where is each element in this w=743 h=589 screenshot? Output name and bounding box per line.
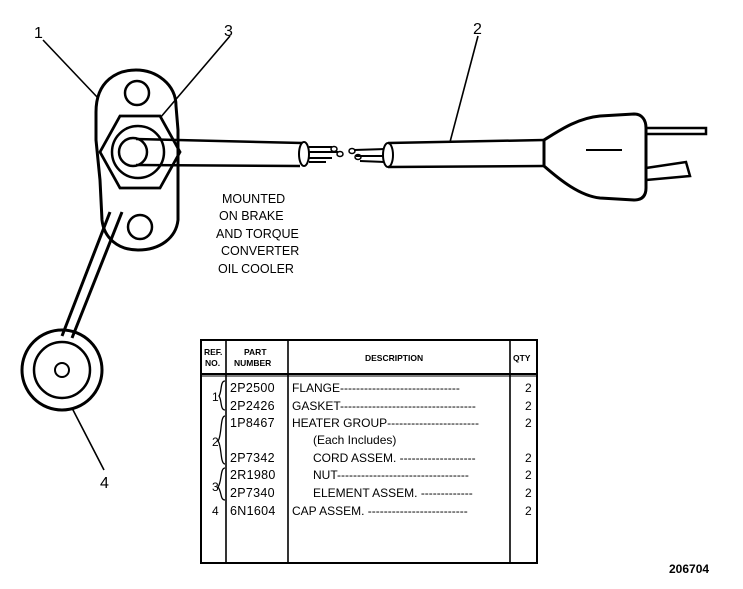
note-line-2: ON BRAKE (219, 209, 284, 223)
ref-mark-1: 1 (212, 390, 219, 404)
quantity: 2 (525, 486, 532, 500)
quantity: 2 (525, 468, 532, 482)
table-row: 2R1980 NUT------------------------------… (230, 468, 532, 482)
part-number: 2P2500 (230, 381, 275, 395)
description: (Each Includes) (313, 433, 396, 447)
table-row: 2P2500 FLANGE---------------------------… (230, 381, 532, 395)
quantity: 2 (525, 504, 532, 518)
table-row: 2P2426 GASKET---------------------------… (230, 399, 532, 413)
header-part-line2: NUMBER (234, 358, 271, 368)
header-description: DESCRIPTION (365, 353, 423, 363)
table-row: 6N1604 CAP ASSEM. ----------------------… (230, 504, 532, 518)
table-row: (Each Includes) (313, 433, 396, 447)
description: CAP ASSEM. ------------------------- (292, 504, 468, 518)
plug-body (542, 112, 648, 202)
quantity: 2 (525, 451, 532, 465)
flange-top-hole (123, 79, 151, 107)
part-number: 6N1604 (230, 504, 276, 518)
part-number: 2P7342 (230, 451, 275, 465)
figure-number: 206704 (669, 562, 709, 576)
flange-assembly (94, 68, 182, 252)
mounted-note: MOUNTED ON BRAKE AND TORQUE CONVERTER OI… (216, 192, 299, 276)
note-line-5: OIL COOLER (218, 262, 294, 276)
flange-outline (94, 68, 180, 252)
note-line-1: MOUNTED (222, 192, 285, 206)
flange-bottom-hole (126, 213, 154, 241)
plug-prong-top (646, 126, 708, 136)
table-row: 1P8467 HEATER GROUP---------------------… (230, 416, 532, 430)
ref-mark-4: 4 (212, 504, 219, 518)
note-line-3: AND TORQUE (216, 227, 299, 241)
ref-brackets (217, 380, 226, 501)
part-number: 2P7340 (230, 486, 275, 500)
header-qty: QTY (513, 353, 531, 363)
description: HEATER GROUP----------------------- (292, 416, 479, 430)
description: NUT--------------------------------- (313, 468, 469, 482)
quantity: 2 (525, 399, 532, 413)
hex-nut (98, 114, 182, 190)
part-number: 1P8467 (230, 416, 275, 430)
description: CORD ASSEM. ------------------- (313, 451, 476, 465)
nut-inner-ring (110, 124, 166, 180)
callout-2: 2 (473, 21, 482, 38)
cap-tether (60, 211, 124, 339)
parts-table: REF. NO. PART NUMBER DESCRIPTION QTY 1 2… (200, 339, 538, 564)
header-ref-line2: NO. (205, 358, 220, 368)
plug-prong-ground (645, 160, 692, 182)
quantity: 2 (525, 381, 532, 395)
leader-lines (42, 35, 479, 471)
description: FLANGE------------------------------ (292, 381, 460, 395)
callout-1: 1 (34, 25, 43, 42)
header-part-line1: PART (244, 347, 267, 357)
table-row: 2P7340 ELEMENT ASSEM. ------------- 2 (230, 486, 532, 500)
nut-core (117, 136, 149, 168)
quantity: 2 (525, 416, 532, 430)
ref-mark-3: 3 (212, 480, 219, 494)
description: ELEMENT ASSEM. ------------- (313, 486, 473, 500)
part-number: 2P2426 (230, 399, 275, 413)
power-cord-plug (348, 112, 708, 202)
part-number: 2R1980 (230, 468, 276, 482)
table-row: 2P7342 CORD ASSEM. ------------------- 2 (230, 451, 532, 465)
cap-assembly (20, 328, 104, 412)
ref-mark-2: 2 (212, 435, 219, 449)
callout-4: 4 (100, 475, 109, 492)
description: GASKET---------------------------------- (292, 399, 476, 413)
cord-segment-left (135, 137, 344, 168)
callout-3: 3 (224, 23, 233, 40)
note-line-4: CONVERTER (221, 244, 299, 258)
header-ref-line1: REF. (204, 347, 222, 357)
